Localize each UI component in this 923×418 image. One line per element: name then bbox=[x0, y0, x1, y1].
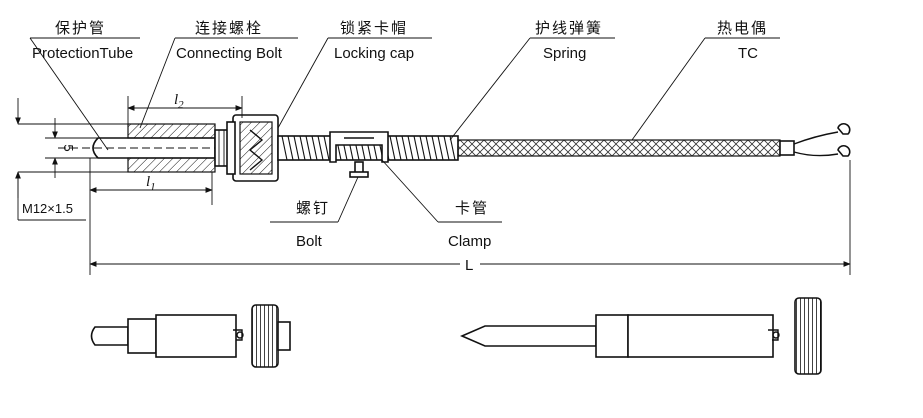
l2-symbol: l bbox=[174, 92, 178, 108]
protection-tube-part bbox=[58, 137, 216, 159]
tc-zh: 热电偶 bbox=[717, 19, 768, 37]
connecting-bolt-zh: 连接螺栓 bbox=[195, 19, 263, 37]
spring-coil bbox=[437, 135, 444, 161]
diameter-value: 5 bbox=[61, 144, 76, 151]
locking-cap-en: Locking cap bbox=[334, 45, 414, 62]
l2-subscript: 2 bbox=[178, 99, 184, 111]
spring-coil bbox=[443, 135, 450, 161]
callout-clamp: 卡管 Clamp bbox=[381, 159, 502, 250]
dimension-d5: 5 bbox=[45, 118, 98, 178]
spring-coil bbox=[317, 135, 324, 161]
dimension-thread: M12×1.5 bbox=[15, 98, 128, 221]
spring-coil bbox=[293, 135, 300, 161]
spring-coil bbox=[389, 135, 396, 161]
spring-coil bbox=[299, 135, 306, 161]
callout-spring: 护线弹簧 Spring bbox=[449, 19, 615, 141]
bolt-en: Bolt bbox=[296, 233, 323, 250]
spring-coil bbox=[431, 135, 438, 161]
l1-subscript: 1 bbox=[150, 181, 156, 193]
svg-text:l2: l2 bbox=[174, 92, 184, 111]
callout-protection-tube: 保护管 ProtectionTube bbox=[29, 19, 140, 151]
callout-connecting-bolt: 连接螺栓 Connecting Bolt bbox=[139, 19, 298, 129]
spring-coil bbox=[305, 135, 312, 161]
protection-tube-zh: 保护管 bbox=[55, 19, 106, 37]
spring-coil bbox=[401, 135, 408, 161]
variant-short-probe bbox=[90, 304, 291, 368]
tc-cable-part bbox=[457, 122, 851, 157]
spring-coil bbox=[287, 135, 294, 161]
bolt-zh: 螺钉 bbox=[296, 199, 330, 217]
spring-coil bbox=[413, 135, 420, 161]
callout-thermocouple: 热电偶 TC bbox=[631, 19, 780, 141]
connecting-bolt-en: Connecting Bolt bbox=[176, 45, 283, 62]
locking-cap-zh: 锁紧卡帽 bbox=[340, 19, 408, 37]
tc-en: TC bbox=[738, 45, 758, 62]
spring-coil bbox=[323, 135, 330, 161]
main-assembly bbox=[58, 114, 851, 182]
callout-bolt: 螺钉 Bolt bbox=[270, 176, 359, 250]
spring-coil bbox=[419, 135, 426, 161]
spring-coil bbox=[395, 135, 402, 161]
bolt-part bbox=[349, 161, 369, 178]
spring-zh: 护线弹簧 bbox=[535, 19, 603, 37]
svg-text:l1: l1 bbox=[146, 174, 156, 193]
spring-coil bbox=[449, 135, 456, 161]
dimension-l1: l1 bbox=[89, 158, 213, 205]
callout-locking-cap: 锁紧卡帽 Locking cap bbox=[277, 19, 432, 129]
variant-pointed-probe bbox=[459, 297, 822, 375]
spring-coil bbox=[407, 135, 414, 161]
protection-tube-en: ProtectionTube bbox=[32, 45, 133, 62]
spring-coil bbox=[425, 135, 432, 161]
spring-en: Spring bbox=[543, 45, 586, 62]
clamp-part bbox=[329, 131, 389, 163]
spring-coil bbox=[311, 135, 318, 161]
clamp-en: Clamp bbox=[448, 233, 491, 250]
spring-coil bbox=[281, 135, 288, 161]
l1-symbol: l bbox=[146, 174, 150, 190]
total-length-symbol: L bbox=[465, 257, 473, 274]
thread-size: M12×1.5 bbox=[22, 201, 73, 216]
clamp-zh: 卡管 bbox=[455, 199, 489, 217]
dimension-l2: l2 bbox=[127, 92, 243, 124]
dimension-total-length: L bbox=[89, 160, 851, 275]
locking-cap-part bbox=[226, 114, 279, 182]
